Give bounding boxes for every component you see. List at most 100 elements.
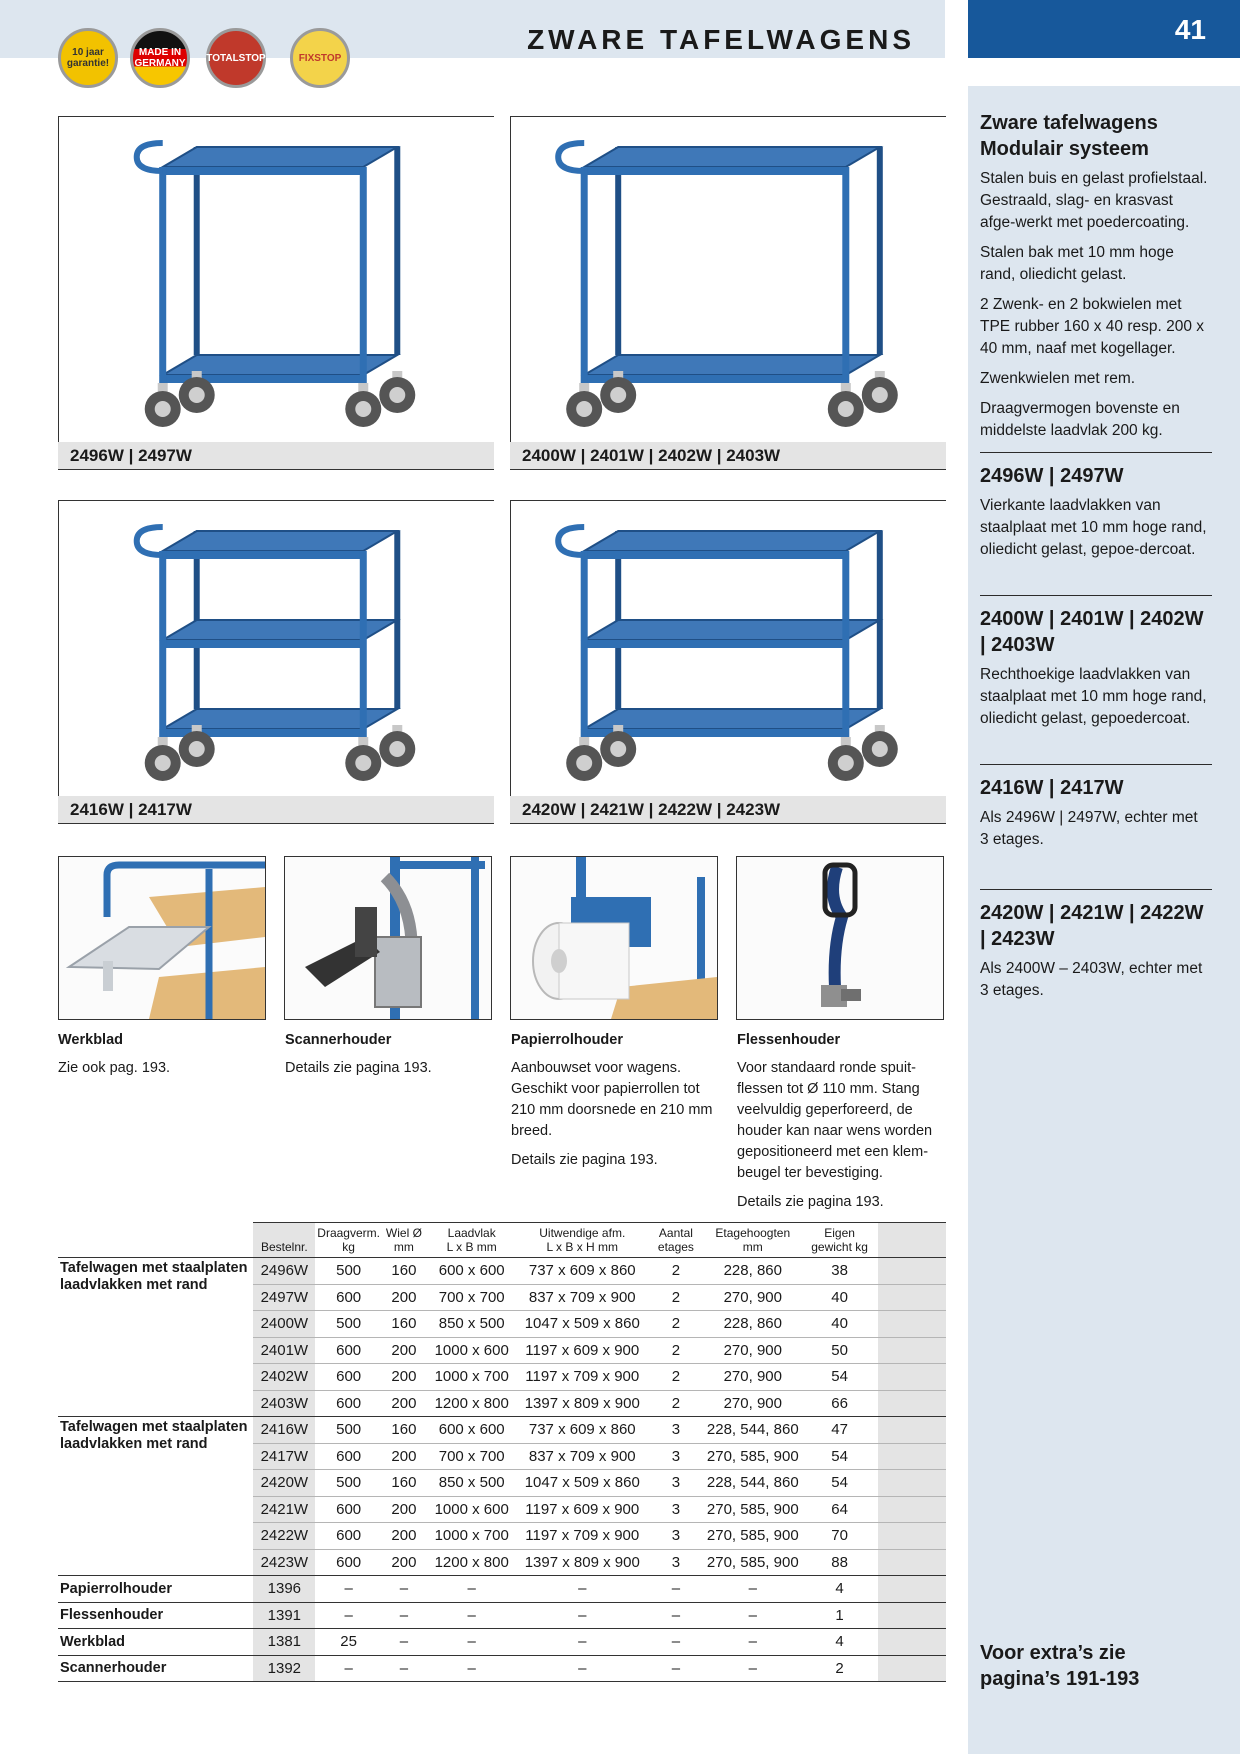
- row-label: Papierrolhouder: [58, 1575, 254, 1603]
- page-title: ZWARE TAFELWAGENS: [527, 24, 915, 55]
- table-cell: 2: [647, 1257, 705, 1285]
- table-cell: 1047 x 509 x 860: [517, 1310, 647, 1338]
- product-photo-2496w: [58, 116, 494, 442]
- order-number-cell: 2496W: [253, 1257, 316, 1285]
- table-cell: 47: [800, 1416, 879, 1444]
- sidebar-intro-paragraph: 2 Zwenk- en 2 bokwielen met TPE rubber 1…: [980, 296, 1205, 357]
- sidebar-intro-paragraph: Zwenkwielen met rem.: [980, 370, 1136, 387]
- table-tail-cell: [878, 1469, 946, 1497]
- order-number-cell: 1391: [253, 1602, 316, 1629]
- table-cell: 70: [800, 1522, 879, 1550]
- column-header: Bestelnr.: [253, 1222, 316, 1258]
- row-label: Scannerhouder: [58, 1655, 254, 1682]
- sidebar-block-2420w: 2420W | 2421W | 2422W | 2423W Als 2400W …: [980, 890, 1210, 1002]
- table-cell: 228, 544, 860: [704, 1416, 801, 1444]
- table-cell: –: [517, 1655, 647, 1682]
- sidebar-block-title: 2400W | 2401W | 2402W | 2403W: [980, 608, 1204, 656]
- table-cell: 4: [800, 1628, 879, 1656]
- trolley-image-icon: [133, 524, 416, 781]
- product-caption-2400w: 2400W | 2401W | 2402W | 2403W: [510, 442, 946, 470]
- sidebar-block-title: 2420W | 2421W | 2422W | 2423W: [980, 902, 1204, 950]
- table-cell: 837 x 709 x 900: [517, 1284, 647, 1311]
- table-cell: 1000 x 700: [425, 1363, 518, 1391]
- table-cell: 54: [800, 1363, 879, 1391]
- table-cell: 1197 x 709 x 900: [517, 1522, 647, 1550]
- sidebar-block-text: Rechthoekige laadvlakken van staalplaat …: [980, 666, 1207, 727]
- table-cell: 270, 900: [704, 1390, 801, 1417]
- table-tail-cell: [878, 1390, 946, 1417]
- table-tail-cell: [878, 1363, 946, 1391]
- page-number-box: 41: [968, 0, 1240, 58]
- accessory-title-flessenhouder: Flessenhouder: [737, 1032, 841, 1048]
- table-cell: 737 x 609 x 860: [517, 1257, 647, 1285]
- table-cell: 3: [647, 1496, 705, 1523]
- table-cell: –: [315, 1602, 382, 1629]
- table-tail-cell: [878, 1655, 946, 1682]
- order-number-cell: 1381: [253, 1628, 316, 1656]
- bottle-holder-image-icon: [737, 857, 943, 1019]
- table-cell: 228, 544, 860: [704, 1469, 801, 1497]
- table-cell: 88: [800, 1549, 879, 1576]
- table-cell: 500: [315, 1257, 382, 1285]
- table-cell: –: [704, 1602, 801, 1629]
- table-cell: 54: [800, 1443, 879, 1470]
- table-cell: 600: [315, 1390, 382, 1417]
- table-tail-cell: [878, 1522, 946, 1550]
- order-number-cell: 1392: [253, 1655, 316, 1682]
- table-cell: 837 x 709 x 900: [517, 1443, 647, 1470]
- table-cell: 1047 x 509 x 860: [517, 1469, 647, 1497]
- order-number-cell: 2416W: [253, 1416, 316, 1444]
- table-cell: 3: [647, 1443, 705, 1470]
- table-cell: 1000 x 600: [425, 1337, 518, 1364]
- table-cell: 1000 x 700: [425, 1522, 518, 1550]
- sidebar-block-2400w: 2400W | 2401W | 2402W | 2403W Rechthoeki…: [980, 596, 1210, 730]
- table-cell: 64: [800, 1496, 879, 1523]
- work-shelf-image-icon: [59, 857, 265, 1019]
- table-cell: –: [425, 1575, 518, 1603]
- accessory-photo-scannerhouder: [284, 856, 492, 1020]
- table-cell: 200: [381, 1390, 426, 1417]
- sidebar-block-2496w: 2496W | 2497W Vierkante laadvlakken van …: [980, 453, 1210, 561]
- table-cell: 3: [647, 1522, 705, 1550]
- order-number-cell: 2422W: [253, 1522, 316, 1550]
- table-cell: 600: [315, 1363, 382, 1391]
- sidebar-block-text: Als 2400W – 2403W, echter met 3 etages.: [980, 960, 1203, 999]
- table-cell: 200: [381, 1443, 426, 1470]
- sidebar-footer-note: Voor extra’s zie pagina’s 191-193: [980, 1642, 1140, 1690]
- order-number-cell: 2421W: [253, 1496, 316, 1523]
- table-cell: 160: [381, 1257, 426, 1285]
- table-tail-cell: [878, 1284, 946, 1311]
- table-cell: 160: [381, 1416, 426, 1444]
- table-tail-cell: [878, 1602, 946, 1629]
- table-cell: 2: [647, 1390, 705, 1417]
- row-label: Flessenhouder: [58, 1602, 254, 1629]
- table-tail-cell: [878, 1310, 946, 1338]
- accessory-text-papierrolhouder: Aanbouwset voor wagens. Geschikt voor pa…: [511, 1058, 721, 1179]
- table-cell: –: [315, 1575, 382, 1603]
- table-cell: –: [647, 1628, 705, 1656]
- sidebar-intro: Zware tafelwagens Modulair systeem Stale…: [980, 86, 1210, 442]
- sidebar-block-text: Als 2496W | 2497W, echter met 3 etages.: [980, 809, 1198, 848]
- guarantee-badge-icon: 10 jaar garantie!: [58, 28, 118, 88]
- accessory-paragraph: Aanbouwset voor wagens. Geschikt voor pa…: [511, 1060, 713, 1139]
- table-cell: 600 x 600: [425, 1416, 518, 1444]
- accessory-photo-flessenhouder: [736, 856, 944, 1020]
- table-cell: –: [647, 1575, 705, 1603]
- table-cell: 600: [315, 1284, 382, 1311]
- table-cell: –: [647, 1602, 705, 1629]
- order-number-cell: 2420W: [253, 1469, 316, 1497]
- table-cell: 2: [647, 1310, 705, 1338]
- accessory-title-werkblad: Werkblad: [58, 1032, 124, 1048]
- column-header: Draagverm.kg: [315, 1222, 382, 1258]
- table-cell: –: [704, 1575, 801, 1603]
- trolley-image-icon: [555, 524, 898, 781]
- sidebar-divider: [980, 595, 1212, 596]
